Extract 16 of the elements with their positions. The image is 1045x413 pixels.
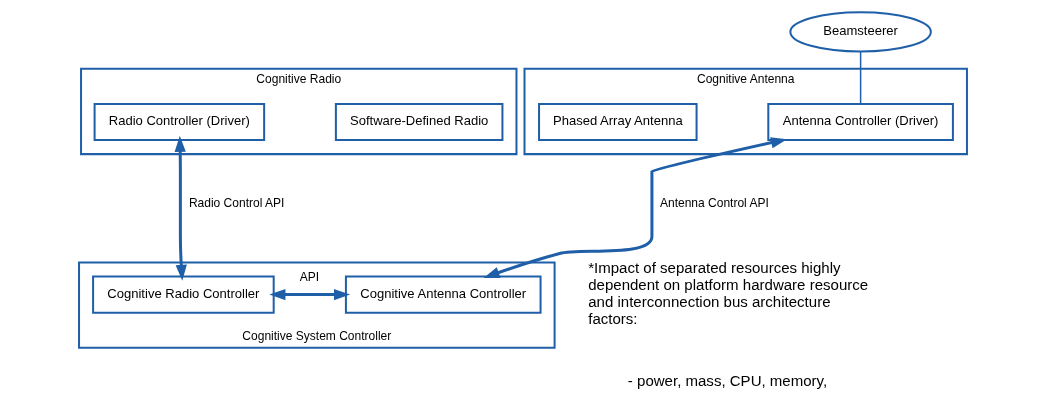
edge-label: API xyxy=(299,269,319,284)
connector xyxy=(859,51,861,105)
label: *Impact of separated resources highly dependent on platform hardware resource and interconnection bus architecture factors: xyxy=(587,258,868,327)
arrow xyxy=(483,137,787,278)
edge-label: Radio Control API xyxy=(188,196,284,211)
node-box: Cognitive Radio Controller xyxy=(91,275,275,314)
node-box: Radio Controller (Driver) xyxy=(93,102,265,142)
label: - power, mass, CPU, memory, xyxy=(627,372,827,390)
arrow xyxy=(268,288,350,301)
node-box: Software-Defined Radio xyxy=(334,102,503,142)
edge-label: Antenna Control API xyxy=(659,196,769,211)
node-box: Phased Array Antenna xyxy=(537,102,698,142)
node-box: Antenna Controller (Driver) xyxy=(766,102,954,142)
node-ellipse: Beamsteerer xyxy=(788,11,932,53)
arrow xyxy=(174,135,187,281)
node-box: Cognitive Antenna Controller xyxy=(344,275,542,314)
